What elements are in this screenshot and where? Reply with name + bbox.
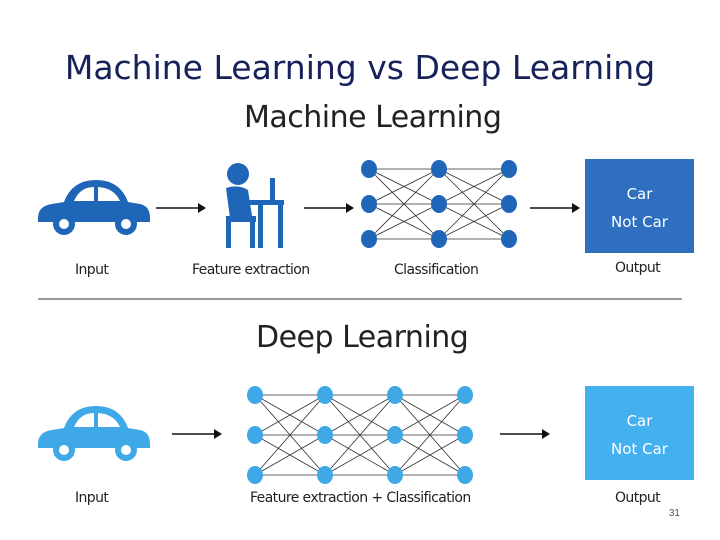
network-node [501, 195, 517, 213]
network-node [247, 386, 263, 404]
arrow-right-icon [304, 203, 354, 213]
network-node [317, 386, 333, 404]
network-node [457, 466, 473, 484]
arrow-right-icon [530, 203, 580, 213]
output-car-label: Car [626, 185, 653, 203]
neural-network-icon [247, 386, 473, 484]
network-connection [324, 394, 396, 436]
network-node [387, 466, 403, 484]
network-connection [394, 394, 466, 436]
neural-network-icon [361, 160, 517, 248]
section-divider [38, 298, 682, 300]
network-node [431, 230, 447, 248]
dl-label-feature-classification: Feature extraction + Classification [250, 490, 471, 506]
page-number: 31 [668, 508, 680, 519]
dl-label-output: Output [615, 490, 661, 506]
network-node [317, 426, 333, 444]
network-node [317, 466, 333, 484]
ml-label-input: Input [75, 262, 109, 278]
dl-heading: Deep Learning [256, 320, 469, 355]
ml-label-feature-extraction: Feature extraction [192, 262, 310, 278]
network-node [361, 160, 377, 178]
network-connection [368, 168, 440, 205]
dl-label-input: Input [75, 490, 109, 506]
slide-title: Machine Learning vs Deep Learning [64, 48, 656, 87]
car-icon [38, 180, 150, 235]
network-connection [438, 203, 510, 240]
network-node [247, 466, 263, 484]
network-connection [254, 394, 326, 436]
network-node [431, 160, 447, 178]
car-icon [38, 406, 150, 461]
network-connection [438, 168, 510, 205]
arrow-right-icon [172, 429, 222, 439]
arrow-right-icon [500, 429, 550, 439]
network-connection [324, 394, 396, 476]
network-node [361, 230, 377, 248]
network-connection [394, 394, 466, 476]
ml-label-classification: Classification [394, 262, 479, 278]
network-node [247, 426, 263, 444]
network-connection [254, 394, 326, 476]
network-connection [368, 168, 440, 240]
person-at-computer-icon [226, 163, 284, 248]
output-not-car-label: Not Car [611, 440, 668, 458]
network-node [457, 426, 473, 444]
network-connection [254, 434, 326, 476]
network-node [457, 386, 473, 404]
network-connection [394, 434, 466, 476]
network-node [501, 230, 517, 248]
network-node [431, 195, 447, 213]
network-connection [368, 203, 440, 240]
output-not-car-label: Not Car [611, 213, 668, 231]
ml-output-box: Car Not Car [585, 159, 694, 253]
network-node [501, 160, 517, 178]
network-node [361, 195, 377, 213]
output-car-label: Car [626, 412, 653, 430]
network-connection [324, 434, 396, 476]
arrow-right-icon [156, 203, 206, 213]
ml-heading: Machine Learning [244, 100, 502, 135]
network-node [387, 426, 403, 444]
network-node [387, 386, 403, 404]
ml-label-output: Output [615, 260, 661, 276]
network-connection [438, 168, 510, 240]
dl-output-box: Car Not Car [585, 386, 694, 480]
